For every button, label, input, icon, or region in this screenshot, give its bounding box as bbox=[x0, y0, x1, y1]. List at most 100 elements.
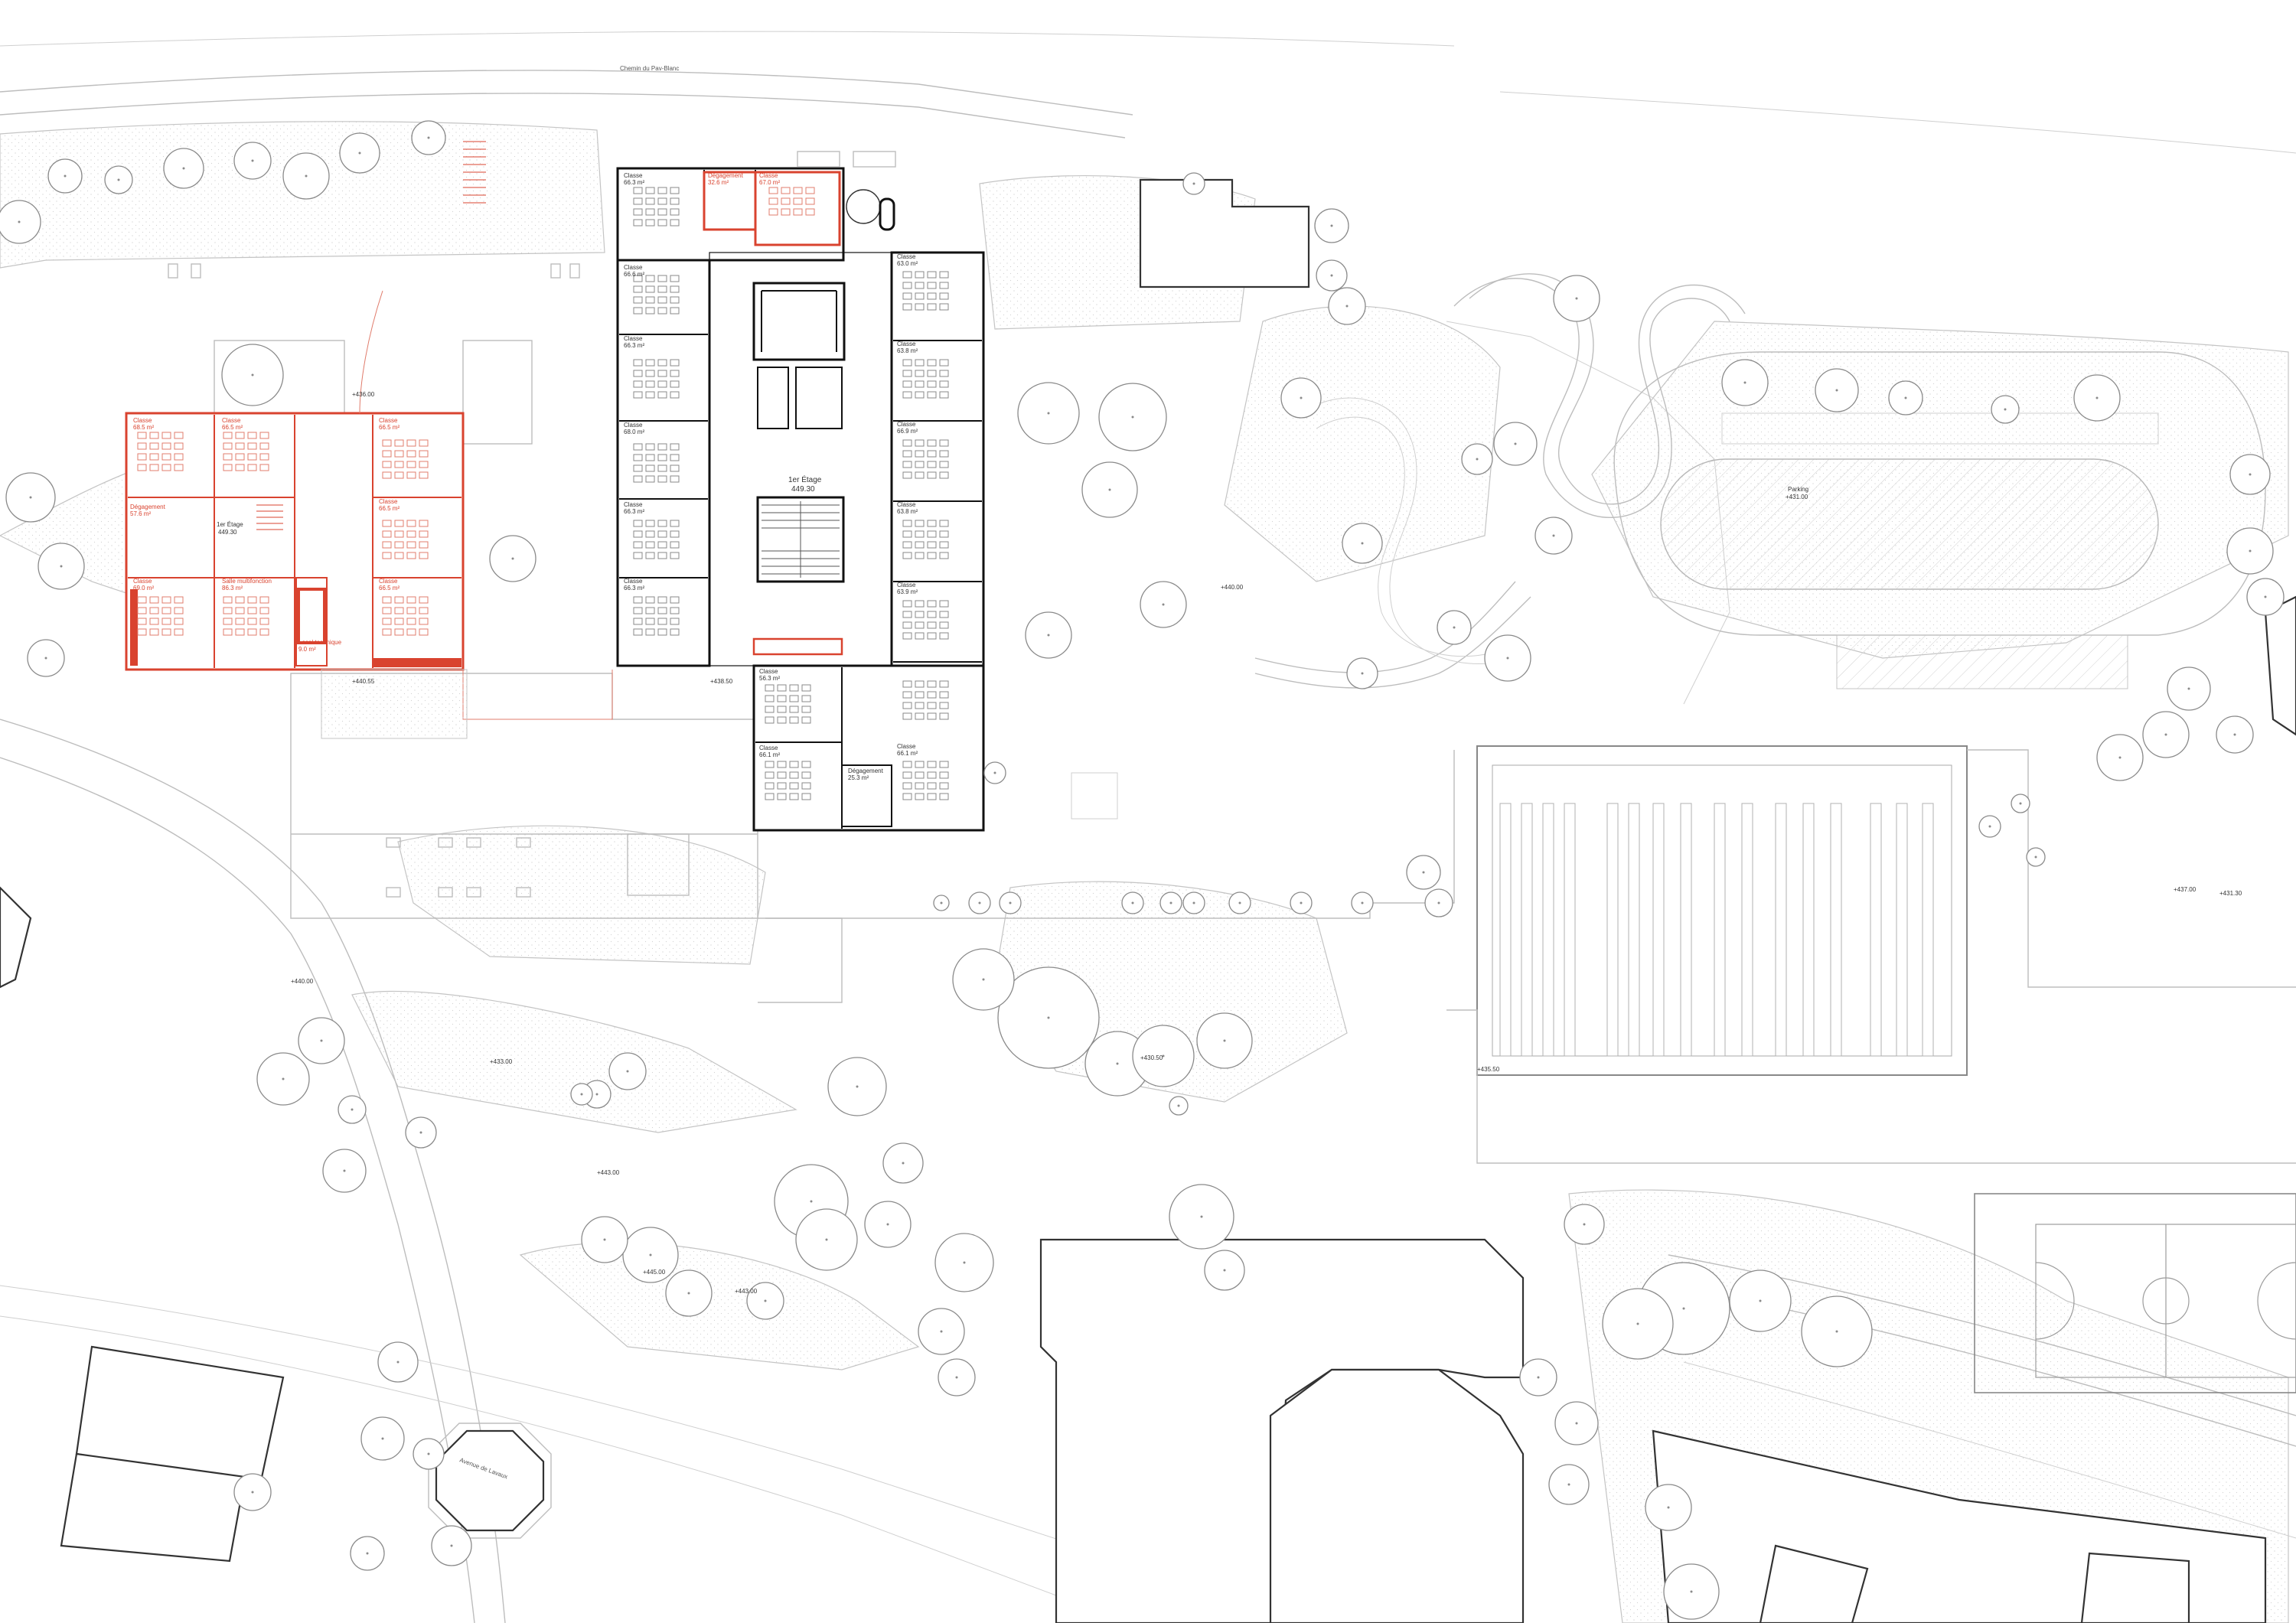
desk bbox=[801, 684, 811, 692]
desk bbox=[768, 197, 778, 205]
desk bbox=[765, 793, 775, 800]
desk bbox=[633, 391, 643, 399]
room-name: Classe bbox=[759, 172, 778, 179]
desk bbox=[174, 442, 184, 450]
desk bbox=[657, 307, 667, 314]
desk bbox=[633, 370, 643, 377]
desk bbox=[657, 187, 667, 194]
room-area: 68.0 m² bbox=[624, 429, 644, 435]
desk bbox=[902, 359, 912, 367]
desk bbox=[927, 702, 937, 709]
terraces bbox=[168, 263, 1455, 1003]
desk bbox=[915, 370, 925, 377]
desk bbox=[137, 596, 147, 604]
desk bbox=[633, 454, 643, 461]
desk bbox=[927, 292, 937, 300]
desk bbox=[235, 464, 245, 471]
desk bbox=[657, 208, 667, 216]
tree bbox=[1316, 259, 1348, 292]
tree bbox=[5, 472, 56, 523]
desk bbox=[633, 380, 643, 388]
desk bbox=[406, 541, 416, 549]
tree bbox=[938, 1358, 976, 1396]
desk bbox=[777, 706, 787, 713]
desk bbox=[939, 702, 949, 709]
room-name: Classe bbox=[379, 578, 398, 585]
desk bbox=[902, 782, 912, 790]
desk bbox=[927, 271, 937, 279]
desk bbox=[645, 530, 655, 538]
desk bbox=[915, 552, 925, 559]
desk bbox=[801, 793, 811, 800]
desk bbox=[902, 552, 912, 559]
desk bbox=[382, 618, 392, 625]
desk bbox=[161, 442, 171, 450]
desk bbox=[927, 552, 937, 559]
room-area: 32.6 m² bbox=[708, 179, 729, 186]
room-area: 66.5 m² bbox=[222, 424, 243, 431]
room-name: Classe bbox=[759, 745, 778, 751]
desk bbox=[394, 439, 404, 447]
desk bbox=[382, 471, 392, 479]
desk bbox=[645, 307, 655, 314]
tree bbox=[47, 158, 83, 194]
desk bbox=[235, 442, 245, 450]
tree bbox=[350, 1536, 385, 1571]
desk bbox=[915, 761, 925, 768]
desk bbox=[174, 432, 184, 439]
desk bbox=[645, 391, 655, 399]
room-name: Classe bbox=[897, 501, 916, 508]
desk bbox=[915, 611, 925, 618]
desk bbox=[789, 793, 799, 800]
tree bbox=[2246, 578, 2285, 616]
level-label: +440.55 bbox=[352, 678, 375, 685]
desks-main bbox=[633, 187, 949, 800]
desk bbox=[939, 471, 949, 479]
tree bbox=[1721, 359, 1769, 406]
desk bbox=[394, 530, 404, 538]
road-label-chemin: Chemin du Pav-Blanc bbox=[620, 65, 679, 72]
level-label: +438.50 bbox=[710, 678, 733, 685]
desk bbox=[657, 296, 667, 304]
tree bbox=[1346, 657, 1378, 689]
room-area: 66.5 m² bbox=[379, 505, 400, 512]
desk bbox=[645, 275, 655, 282]
desk bbox=[670, 530, 680, 538]
desk bbox=[927, 632, 937, 640]
room-area: 66.6 m² bbox=[624, 271, 644, 278]
desk bbox=[137, 453, 147, 461]
desk bbox=[670, 219, 680, 227]
desk bbox=[645, 380, 655, 388]
level-label: +433.00 bbox=[490, 1058, 513, 1065]
desk bbox=[939, 611, 949, 618]
parking-label: Parking bbox=[1788, 486, 1808, 493]
room-name: Classe bbox=[897, 253, 916, 260]
desk bbox=[927, 461, 937, 468]
tree bbox=[864, 1201, 912, 1248]
tree bbox=[1534, 517, 1573, 555]
desk bbox=[670, 275, 680, 282]
level-label: +431.30 bbox=[2219, 890, 2242, 897]
level-label: +437.00 bbox=[2174, 886, 2197, 893]
desk bbox=[939, 771, 949, 779]
desk bbox=[927, 380, 937, 388]
tree bbox=[622, 1227, 679, 1283]
room-area: 63.9 m² bbox=[897, 588, 918, 595]
desk bbox=[939, 712, 949, 720]
desk bbox=[670, 464, 680, 472]
tree bbox=[1159, 891, 1182, 914]
desk bbox=[657, 618, 667, 625]
room-name: Classe bbox=[897, 421, 916, 428]
tree bbox=[377, 1341, 419, 1383]
room-area: 67.0 m² bbox=[759, 179, 780, 186]
tree bbox=[27, 639, 65, 677]
desk bbox=[939, 461, 949, 468]
desk bbox=[633, 187, 643, 194]
desk bbox=[805, 208, 815, 216]
desk bbox=[927, 370, 937, 377]
tree bbox=[233, 1473, 272, 1511]
desk bbox=[247, 442, 257, 450]
desk bbox=[902, 621, 912, 629]
desk bbox=[161, 628, 171, 636]
